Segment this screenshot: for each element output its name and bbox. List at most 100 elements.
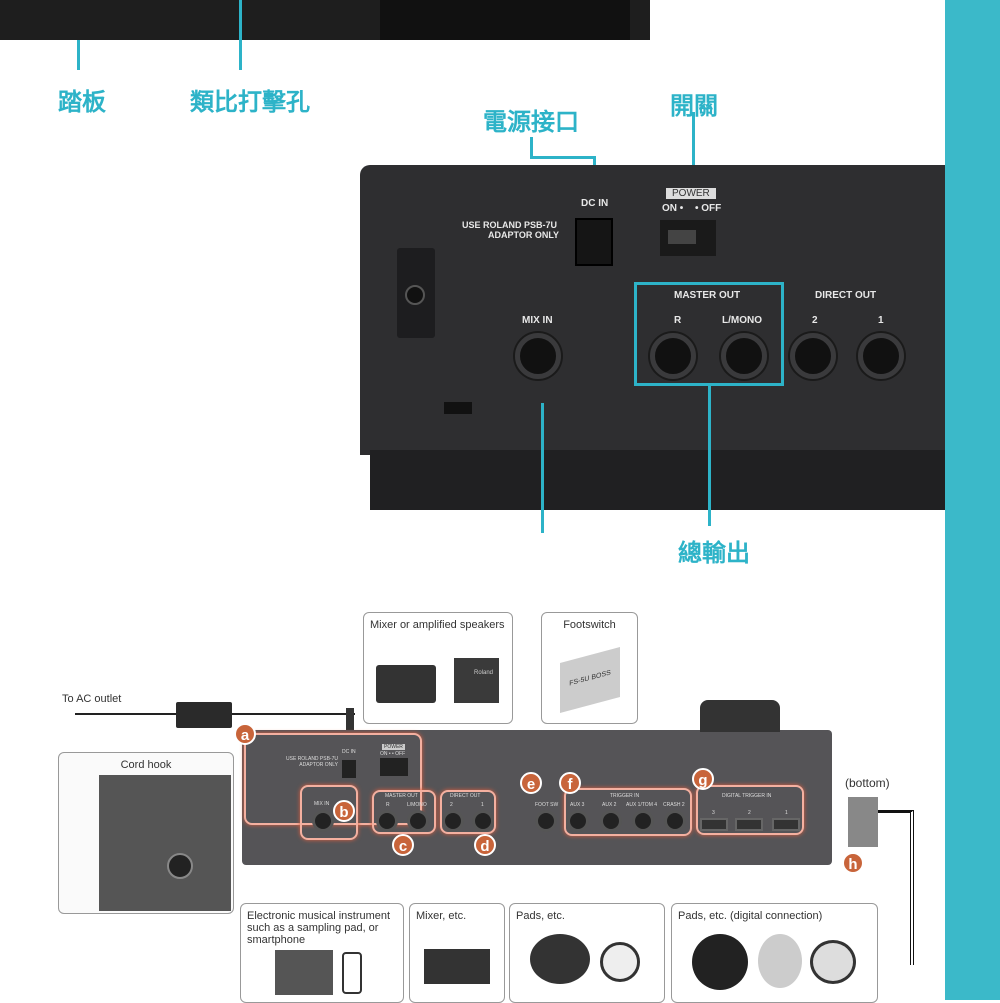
snare-pad-image	[810, 940, 856, 984]
diagram-device	[242, 730, 832, 865]
badge-e: e	[520, 772, 542, 794]
direct-out-label: DIRECT OUT	[815, 290, 877, 301]
power-off-label: • OFF	[695, 203, 722, 214]
diagram-direct-1-label: 1	[481, 802, 484, 808]
adaptor-note-2: ADAPTOR ONLY	[488, 230, 560, 240]
diagram-master-out-label: MASTER OUT	[385, 793, 418, 799]
bottom-label: (bottom)	[845, 776, 890, 790]
mixer-image	[376, 665, 436, 703]
dc-in-jack[interactable]	[575, 218, 613, 266]
diagram-crash2-label: CRASH 2	[663, 802, 685, 808]
footswitch-box: Footswitch FS-5U BOSS	[541, 612, 638, 724]
diagram-aux2-label: AUX 2	[602, 802, 617, 808]
bottom-cables	[878, 810, 914, 965]
diagram-aux1-jack	[632, 810, 654, 832]
mix-in-jack[interactable]	[515, 333, 561, 379]
badge-d: d	[474, 834, 496, 856]
diagram-foot-sw-jack	[535, 810, 557, 832]
digital-trigger-port-2	[735, 818, 763, 831]
power-switch[interactable]	[660, 220, 716, 256]
diagram-aux2-jack	[600, 810, 622, 832]
master-l-jack[interactable]	[721, 333, 767, 379]
badge-a: a	[234, 723, 256, 745]
diagram-trigger-in-label: TRIGGER IN	[610, 793, 640, 799]
l-mono-label: L/MONO	[722, 315, 762, 326]
diagram-aux3-jack	[567, 810, 589, 832]
cord-hook-label: Cord hook	[120, 759, 172, 771]
diagram-direct-2-jack	[442, 810, 464, 832]
diagram-dc-jack	[342, 760, 356, 778]
pads-digital-label: Pads, etc. (digital connection)	[678, 910, 823, 922]
electronic-instrument-label: Electronic musical instrument such as a …	[247, 910, 391, 946]
power-adaptor	[176, 702, 232, 728]
digital-trigger-port-3	[700, 818, 728, 831]
pointer-line	[708, 386, 711, 526]
mixer-image	[424, 949, 490, 984]
panel-bottom	[370, 450, 945, 510]
direct-2-jack[interactable]	[790, 333, 836, 379]
cymbal-pad-image	[530, 934, 590, 984]
direct-2-label: 2	[812, 315, 818, 326]
mixer-label: Mixer, etc.	[416, 910, 467, 922]
diagram-aux1-label: AUX 1/TOM 4	[626, 802, 658, 808]
label-analog-trigger: 類比打擊孔	[190, 89, 310, 116]
diagram-direct-out-label: DIRECT OUT	[450, 793, 481, 799]
master-r-jack[interactable]	[650, 333, 696, 379]
diagram-dt2-label: 2	[748, 810, 751, 816]
diagram-mix-in-jack	[312, 810, 334, 832]
diagram-mix-in-label: MIX IN	[314, 801, 330, 807]
speaker-brand: Roland	[474, 670, 494, 676]
dc-plug	[346, 708, 354, 730]
master-out-label: MASTER OUT	[674, 290, 741, 301]
adaptor-note: USE ROLAND PSB-7U	[462, 220, 558, 230]
footswitch-label: Footswitch	[563, 619, 616, 631]
label-pedal: 踏板	[58, 89, 106, 116]
diagram-dt1-label: 1	[785, 810, 788, 816]
pads-label: Pads, etc.	[516, 910, 565, 922]
pointer-line	[541, 403, 544, 533]
r-label: R	[674, 315, 682, 326]
device-knobs	[700, 700, 780, 732]
ride-pad-image	[692, 934, 748, 990]
footswitch-image: FS-5U BOSS	[560, 646, 620, 714]
pointer-line	[77, 40, 80, 70]
power-label: POWER	[666, 188, 716, 199]
pads-digital-box: Pads, etc. (digital connection)	[671, 903, 878, 1003]
diagram-digital-trigger-label: DIGITAL TRIGGER IN	[722, 793, 772, 799]
sampling-pad	[275, 950, 333, 995]
bottom-connector	[848, 797, 878, 847]
screw-icon	[405, 285, 425, 305]
diagram-aux3-label: AUX 3	[570, 802, 585, 808]
drum-pad-image	[600, 942, 640, 982]
pads-box: Pads, etc.	[509, 903, 665, 1003]
side-bar	[945, 0, 1000, 1000]
diagram-dc-in-label: DC IN	[342, 749, 356, 755]
power-switch-knob	[668, 230, 696, 244]
diagram-master-r-jack	[376, 810, 398, 832]
ac-outlet-label: To AC outlet	[62, 693, 122, 705]
pointer-line	[530, 137, 533, 159]
diagram-direct-1-jack	[472, 810, 494, 832]
cord-hook-box: Cord hook	[58, 752, 234, 914]
speaker-image: Roland	[454, 658, 499, 703]
mixer-box: Mixer, etc.	[409, 903, 505, 1003]
group-c	[372, 790, 436, 834]
group-b	[300, 785, 358, 840]
badge-c: c	[392, 834, 414, 856]
badge-h: h	[842, 852, 864, 874]
diagram-crash2-jack	[664, 810, 686, 832]
master-out-highlight	[634, 282, 784, 386]
diagram-master-l-jack	[407, 810, 429, 832]
diagram-adaptor-note: USE ROLAND PSB-7U ADAPTOR ONLY	[286, 756, 338, 768]
cymbal-pad-image	[758, 934, 802, 988]
mixer-speakers-label: Mixer or amplified speakers	[370, 619, 505, 631]
lock-slot	[444, 402, 472, 414]
group-d	[440, 790, 496, 834]
diagram-l-mono-label: L/MONO	[407, 802, 427, 808]
diagram-direct-2-label: 2	[450, 802, 453, 808]
mixer-speakers-box: Mixer or amplified speakers Roland	[363, 612, 513, 724]
device-foot	[380, 0, 630, 40]
direct-1-jack[interactable]	[858, 333, 904, 379]
pointer-line	[530, 156, 596, 159]
direct-1-label: 1	[878, 315, 884, 326]
